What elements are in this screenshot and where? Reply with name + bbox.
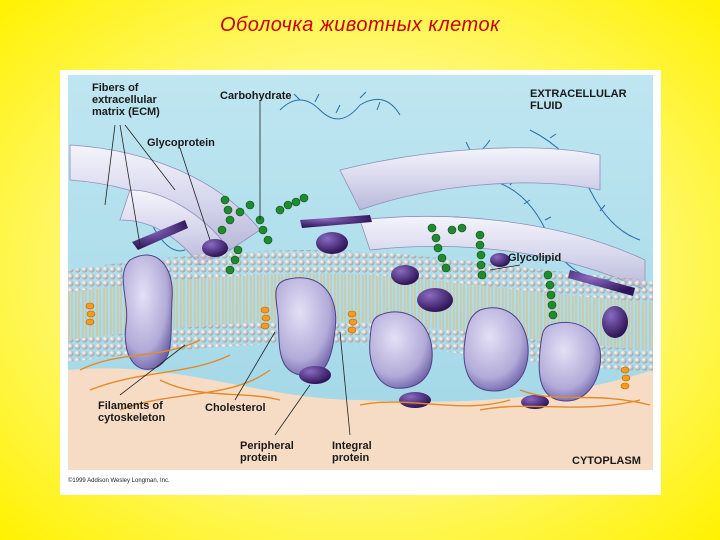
membrane-illustration [68, 75, 653, 470]
slide-title: Оболочка животных клеток [219, 14, 501, 36]
carbohydrate-chains [217, 193, 558, 320]
membrane-figure: Fibers of extracellular matrix (ECM) Car… [60, 70, 661, 495]
label-glycolipid: Glycolipid [508, 252, 562, 264]
label-extracellular-fluid: EXTRACELLULAR FLUID [530, 88, 627, 112]
label-filaments: Filaments of cytoskeleton [98, 400, 166, 424]
label-glycoprotein: Glycoprotein [147, 137, 215, 149]
cholesterol-molecules [85, 302, 631, 390]
label-peripheral-protein: Peripheral protein [240, 440, 294, 464]
peripheral-proteins [132, 215, 635, 409]
label-cytoplasm: CYTOPLASM [572, 455, 641, 467]
label-fibers-ecm: Fibers of extracellular matrix (ECM) [92, 82, 160, 118]
label-leader-lines [104, 102, 521, 436]
cytoskeleton-filaments [79, 339, 651, 411]
integral-proteins [122, 254, 602, 402]
label-carbohydrate: Carbohydrate [220, 90, 292, 102]
label-integral-protein: Integral protein [332, 440, 372, 464]
label-cholesterol: Cholesterol [205, 402, 266, 414]
copyright-text: ©1999 Addison Wesley Longman, Inc. [68, 478, 170, 484]
